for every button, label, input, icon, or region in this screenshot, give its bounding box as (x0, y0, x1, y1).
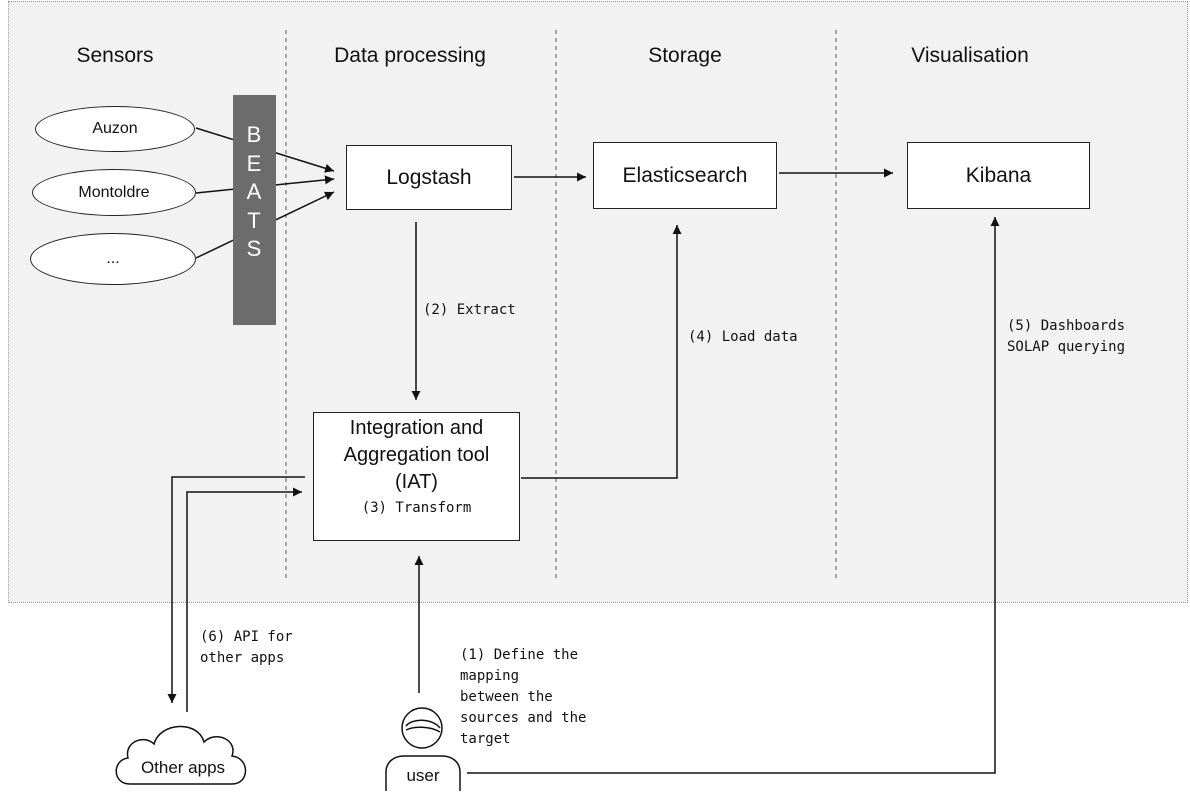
label-dashboards: (5) Dashboards SOLAP querying (1007, 318, 1126, 355)
sensor-other: ... (30, 233, 196, 285)
user-label: user (406, 766, 440, 785)
label-extract: (2) Extract (423, 302, 516, 318)
other-apps-cloud: Other apps (108, 712, 258, 791)
arrow-iat-to-other-apps (167, 476, 305, 703)
user-icon (385, 707, 461, 791)
node-iat: Integration and Aggregation tool (IAT) (… (313, 412, 520, 541)
node-logstash: Logstash (346, 145, 512, 210)
column-title-visualisation: Visualisation (911, 44, 1029, 67)
iat-step-label: (3) Transform (361, 500, 472, 516)
arrow-other-apps-to-iat (186, 487, 302, 712)
label-load-data: (4) Load data (688, 329, 798, 345)
label-define-mapping: (1) Define the mapping between the sourc… (460, 647, 587, 747)
node-kibana: Kibana (907, 142, 1090, 209)
other-apps-label: Other apps (140, 758, 226, 777)
column-title-storage: Storage (648, 44, 722, 67)
cloud-icon (115, 725, 247, 785)
column-title-data-processing: Data processing (334, 44, 486, 67)
arrow-load-data (521, 225, 682, 479)
beats-bar: B E A T S (233, 95, 276, 325)
node-elasticsearch: Elasticsearch (593, 142, 777, 209)
sensor-auzon: Auzon (35, 106, 195, 152)
diagram-background (8, 1, 1188, 603)
label-api: (6) API for other apps (200, 629, 293, 666)
user-figure: user (384, 700, 466, 791)
column-title-sensors: Sensors (76, 44, 154, 67)
arrow-user-to-kibana (467, 217, 1000, 774)
sensor-montoldre: Montoldre (32, 169, 196, 216)
